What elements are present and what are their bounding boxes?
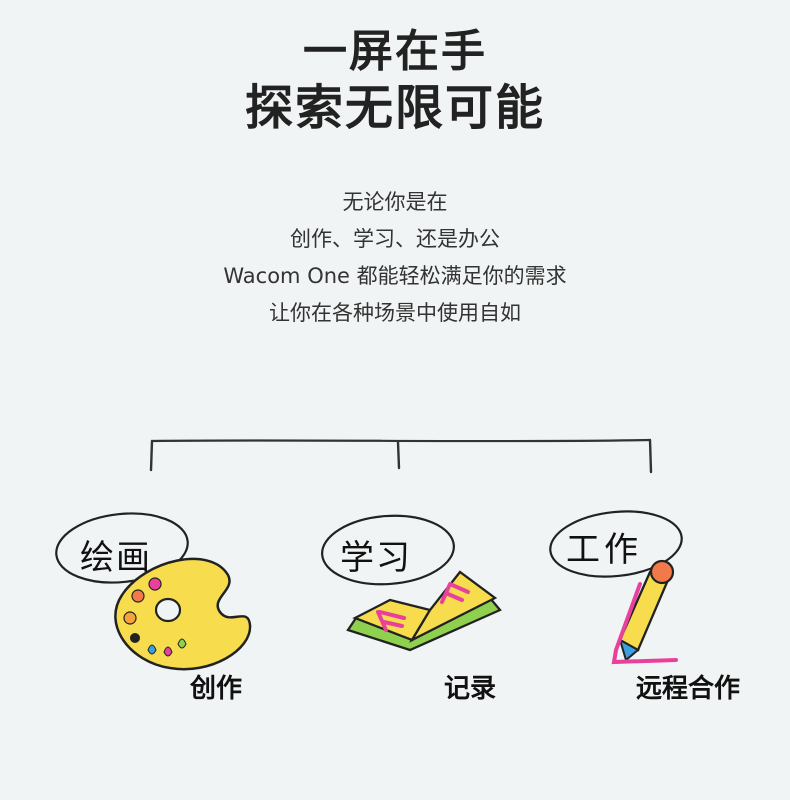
feature-caption: 创作 bbox=[190, 674, 243, 704]
feature-working: 工作 远程合作 bbox=[540, 500, 780, 710]
bubble-label: 学习 bbox=[340, 538, 412, 578]
bubble-label: 绘画 bbox=[80, 538, 152, 578]
feature-caption: 记录 bbox=[444, 674, 497, 704]
bubble-label: 工作 bbox=[566, 530, 642, 570]
description: 无论你是在 创作、学习、还是办公 Wacom One 都能轻松满足你的需求 让你… bbox=[0, 184, 790, 332]
description-line: 让你在各种场景中使用自如 bbox=[269, 301, 521, 325]
page-title-line1: 一屏在手 bbox=[303, 26, 487, 77]
connector-lines bbox=[149, 438, 653, 474]
book-icon bbox=[321, 514, 502, 652]
pencil-icon bbox=[549, 510, 683, 665]
feature-caption: 远程合作 bbox=[636, 674, 741, 704]
palette-icon bbox=[55, 512, 252, 671]
feature-drawing: 绘画 创作 bbox=[50, 500, 290, 710]
description-line: Wacom One 都能轻松满足你的需求 bbox=[223, 264, 567, 288]
feature-learning: 学习 记录 bbox=[300, 500, 540, 710]
description-line: 创作、学习、还是办公 bbox=[290, 227, 500, 251]
description-line: 无论你是在 bbox=[342, 190, 448, 214]
page-title-line2: 探索无限可能 bbox=[244, 80, 545, 136]
